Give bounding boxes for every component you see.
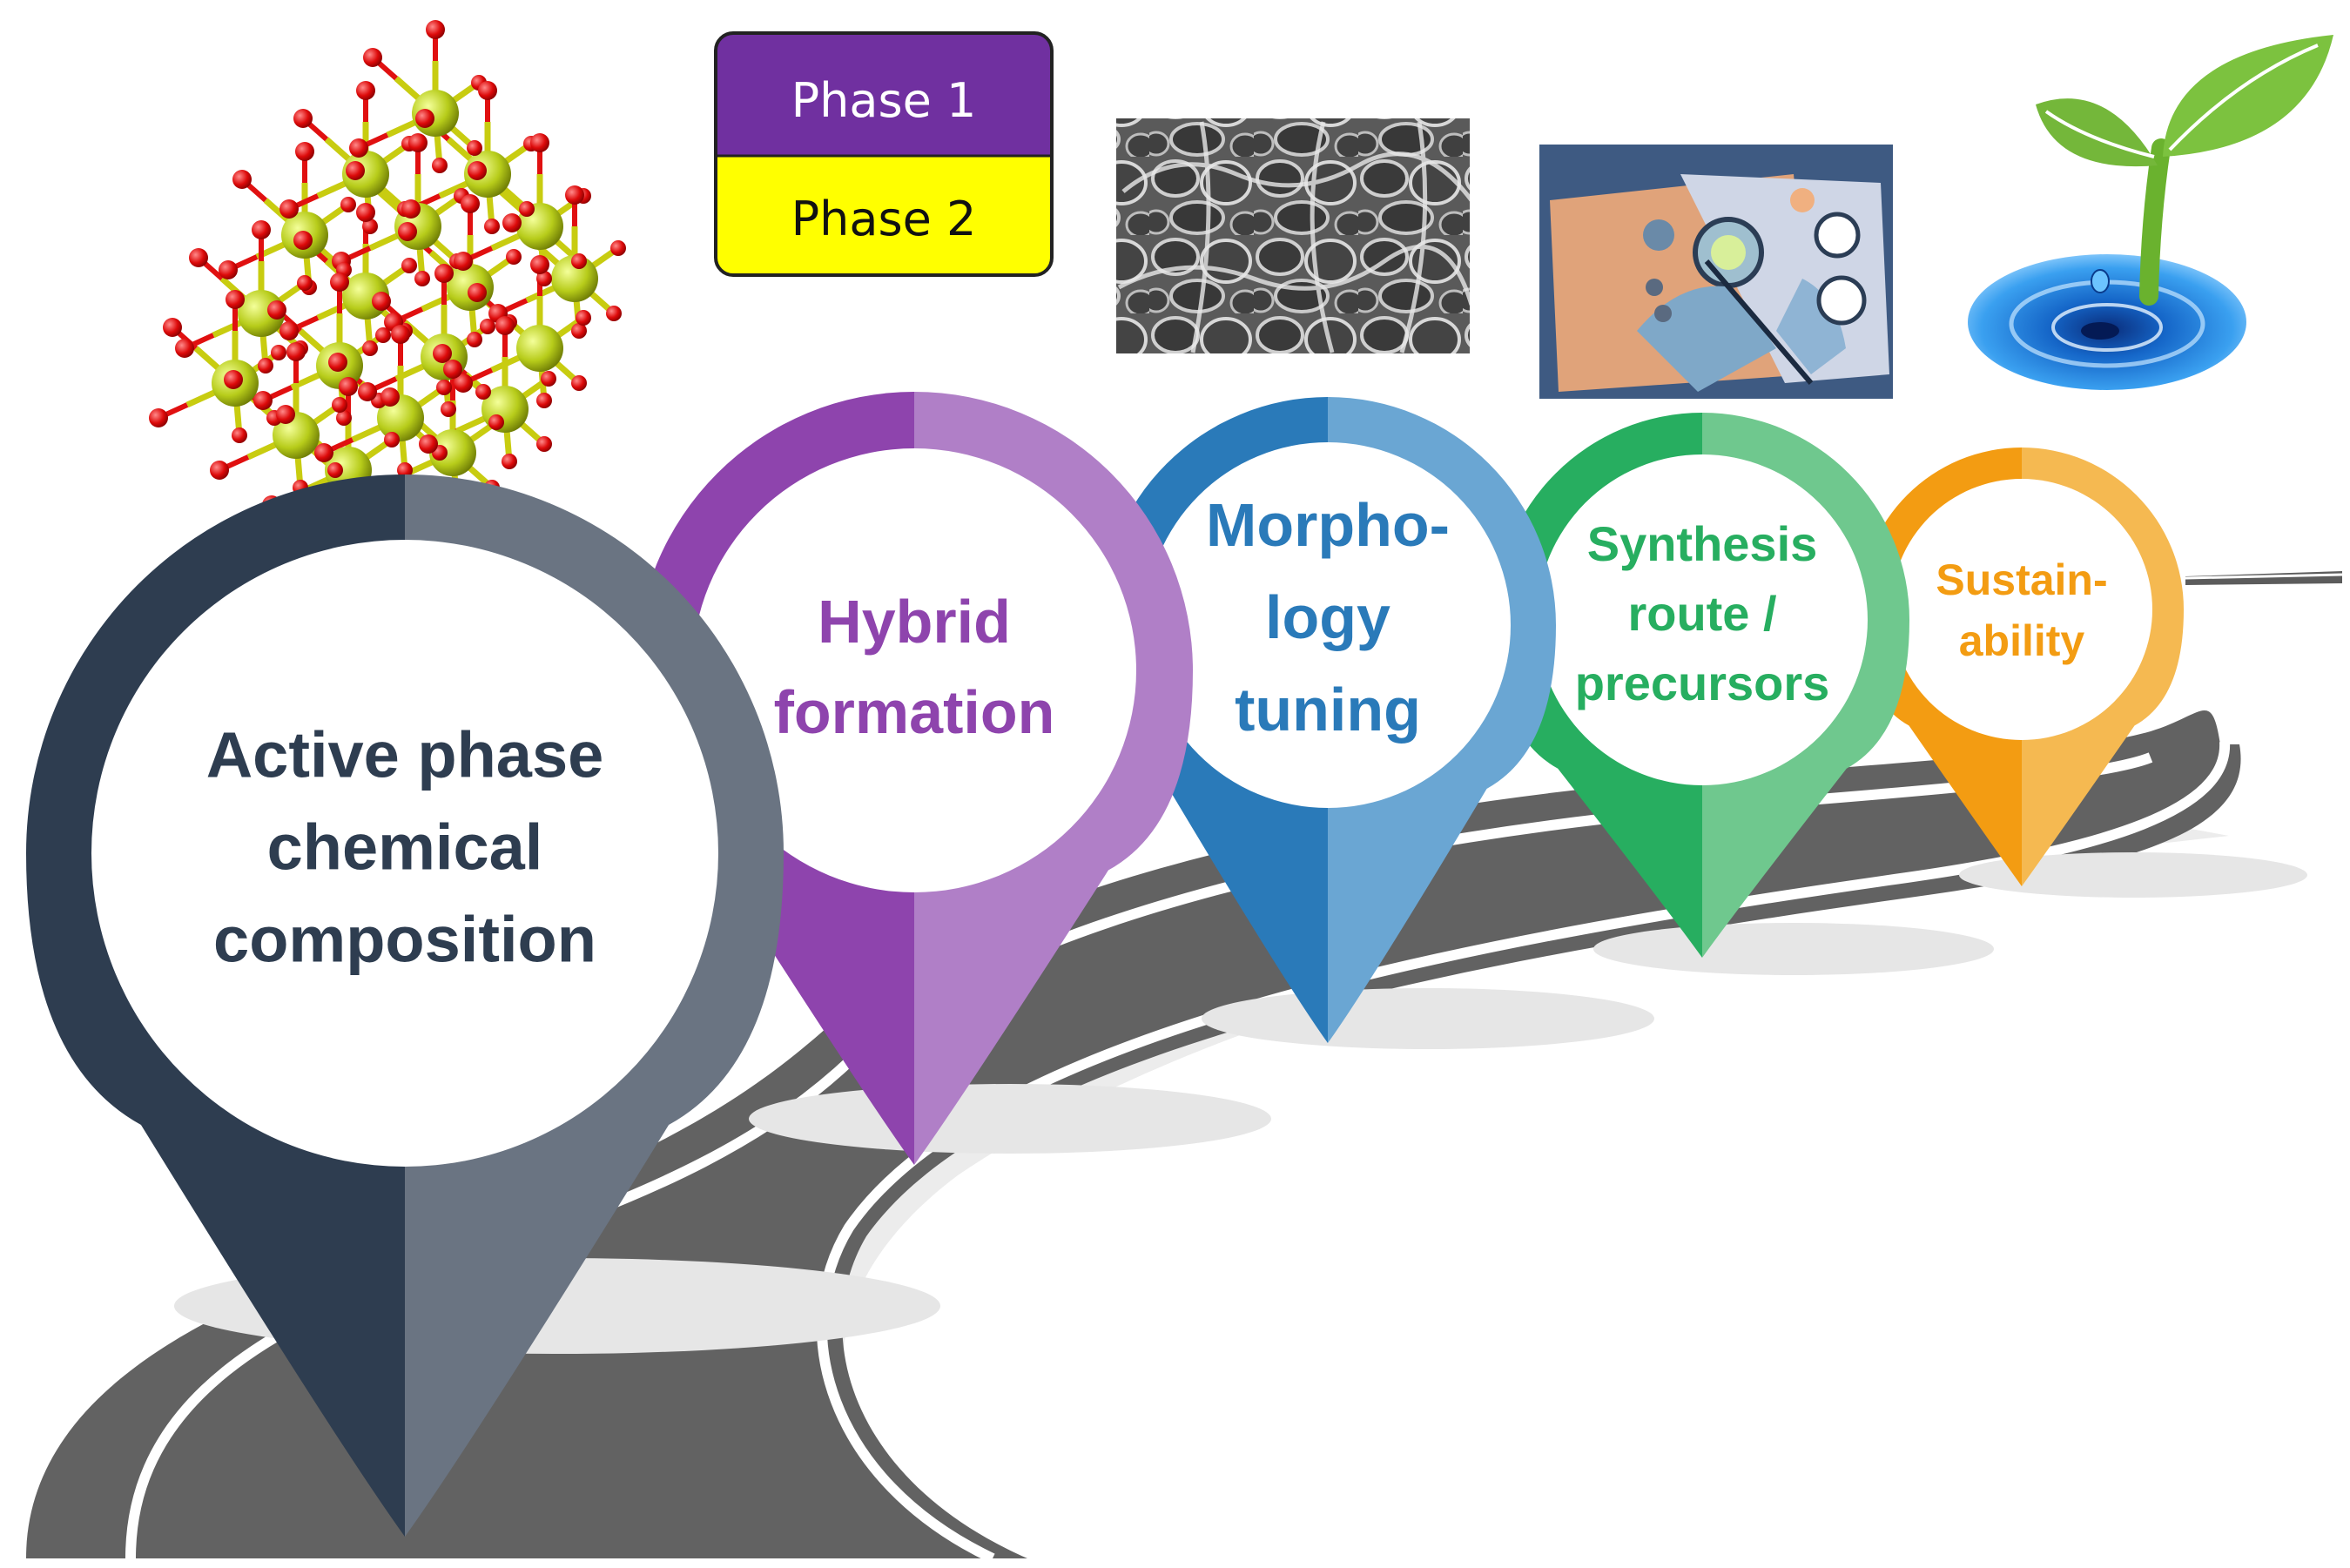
road-far-line bbox=[2185, 573, 2343, 580]
marker-hybrid-label-line: formation bbox=[774, 678, 1055, 746]
phase-box: Phase 1 Phase 2 bbox=[714, 31, 1054, 277]
marker-composition-label-line: Active phase bbox=[206, 719, 604, 791]
marker-hybrid-face bbox=[692, 448, 1136, 892]
marker-sustainability-face bbox=[1891, 479, 2152, 740]
marker-synthesis-label-line: Synthesis bbox=[1587, 516, 1818, 571]
porous-foam-micrograph-icon bbox=[1116, 118, 1470, 353]
marker-morphology-label-line: tuning bbox=[1235, 676, 1421, 744]
marker-composition-label-line: composition bbox=[213, 904, 596, 976]
marker-composition-label-line: chemical bbox=[267, 811, 543, 884]
marker-morphology-label-line: Morpho- bbox=[1206, 491, 1450, 559]
marker-morphology-face bbox=[1145, 442, 1511, 808]
lab-synthesis-illustration-icon bbox=[1539, 145, 1893, 399]
marker-synthesis: Synthesis route / precursors bbox=[1495, 413, 1909, 958]
phase1-label: Phase 1 bbox=[791, 73, 977, 128]
marker-sustainability-label-line: ability bbox=[1959, 616, 2085, 665]
sprout-water-drop-icon bbox=[1968, 35, 2333, 390]
marker-sustainability-label-line: Sustain- bbox=[1936, 555, 2107, 604]
marker-synthesis-face bbox=[1537, 454, 1868, 785]
marker-hybrid-label-line: Hybrid bbox=[818, 588, 1011, 656]
marker-sustainability: Sustain-ability bbox=[1860, 448, 2184, 886]
marker-composition: Active phase chemical composition bbox=[26, 474, 784, 1537]
phase2-label: Phase 2 bbox=[791, 192, 977, 246]
marker-morphology: Morpho-logy tuning bbox=[1100, 397, 1556, 1043]
marker-synthesis-label-line: route / bbox=[1627, 586, 1777, 641]
crystal-structure-icon bbox=[149, 20, 626, 530]
marker-composition-face bbox=[91, 540, 718, 1167]
marker-synthesis-label-line: precursors bbox=[1575, 656, 1830, 710]
marker-morphology-label-line: logy bbox=[1265, 583, 1390, 651]
roadmap-markers: Sustain-ability Synthesis route / precursor… bbox=[26, 392, 2184, 1537]
